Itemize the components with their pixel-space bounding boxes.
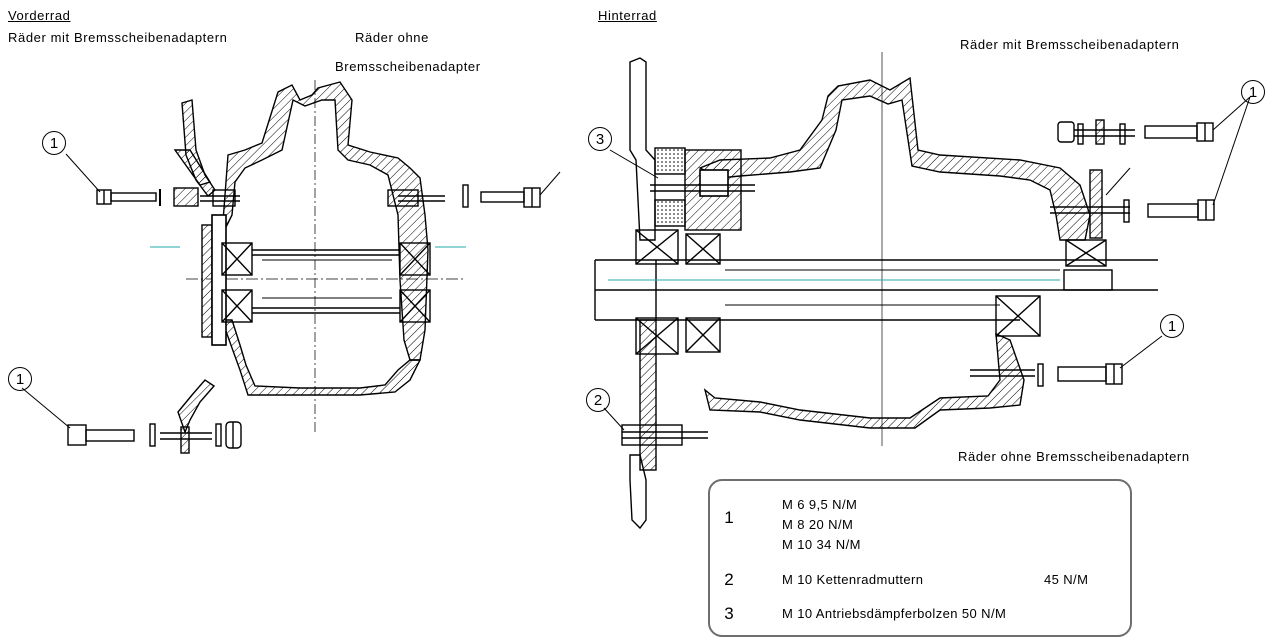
- legend-m10: M 10 34 N/M: [782, 537, 861, 552]
- rear-damper-rubber-upper: [654, 147, 686, 175]
- rear-bearing-right-lower: [995, 295, 1041, 337]
- front-washer-right: [462, 184, 469, 208]
- front-hub-upper-shell: [221, 81, 429, 361]
- rear-sprocket-upper: [629, 57, 656, 241]
- front-bolt-shank-upper: [110, 192, 157, 202]
- rear-wheel-section: [594, 52, 1251, 530]
- legend-marker-2: 2: [724, 570, 734, 589]
- callout-1-front-upper: 1: [42, 131, 66, 155]
- front-with-adapter-caption: Räder mit Bremsscheibenadaptern: [8, 30, 228, 45]
- callout-1-front-lower: 1: [8, 367, 32, 391]
- front-bolt-head-lower: [67, 424, 87, 446]
- rear-with-adapter-caption: Räder mit Bremsscheibenadaptern: [960, 37, 1180, 52]
- rear-bolt-shank-upper: [1144, 125, 1198, 139]
- rear-bolt-shank-lower: [1057, 366, 1107, 382]
- rear-bearing-lower-1: [635, 317, 679, 355]
- front-bolt-shank-lower: [85, 429, 135, 442]
- rear-bearing-upper-1: [635, 229, 679, 265]
- rear-disc-adapter: [1089, 169, 1103, 239]
- callout-3-rear: 3: [588, 127, 612, 151]
- rear-nut-upper: [1057, 121, 1075, 143]
- front-bearing-right-bottom: [399, 289, 431, 323]
- front-wheel-section: [21, 80, 561, 454]
- torque-legend: 1 M 6 9,5 N/M M 8 20 N/M M 10 34 N/M 2 M…: [708, 479, 1132, 637]
- rear-bearing-lower-2: [685, 317, 721, 353]
- front-bearing-left-bottom: [221, 289, 253, 323]
- legend-damper-bolt: M 10 Antriebsdämpferbolzen 50 N/M: [782, 606, 1007, 621]
- rear-wheel-title: Hinterrad: [598, 8, 657, 23]
- front-without-adapter-caption-2: Bremsscheibenadapter: [335, 59, 481, 74]
- legend-chain-nut: M 10 Kettenradmuttern: [782, 572, 924, 587]
- front-brake-disc-lower: [177, 379, 216, 434]
- callout-1-rear-upper: 1: [1241, 80, 1265, 104]
- front-hub-lower-shell: [221, 319, 422, 396]
- front-bolt-shank-right: [480, 191, 525, 203]
- rear-hub-upper-shell: [698, 76, 1091, 241]
- front-disc-flange: [201, 224, 213, 338]
- legend-m8: M 8 20 N/M: [782, 517, 854, 532]
- rear-bearing-right-upper: [1065, 239, 1107, 267]
- rear-damper-rubber-lower: [654, 199, 686, 227]
- front-bearing-left-top: [221, 242, 253, 276]
- front-bearing-right-top: [399, 242, 431, 276]
- legend-m6: M 6 9,5 N/M: [782, 497, 858, 512]
- rear-without-adapter-caption: Räder ohne Bremsscheibenadaptern: [958, 449, 1190, 464]
- legend-marker-3: 3: [724, 604, 734, 623]
- callout-2-rear: 2: [586, 388, 610, 412]
- rear-bolt-shank-middle: [1147, 203, 1199, 218]
- rear-sprocket-bolt: [621, 424, 683, 446]
- rear-hub-lower-shell: [703, 332, 1025, 429]
- legend-marker-1: 1: [724, 508, 734, 527]
- rear-bearing-upper-2: [685, 233, 721, 265]
- front-without-adapter-caption-1: Räder ohne: [355, 30, 429, 45]
- callout-1-rear-lower: 1: [1160, 314, 1184, 338]
- front-wheel-title: Vorderrad: [8, 8, 71, 23]
- legend-chain-nut-torque: 45 N/M: [1044, 572, 1089, 587]
